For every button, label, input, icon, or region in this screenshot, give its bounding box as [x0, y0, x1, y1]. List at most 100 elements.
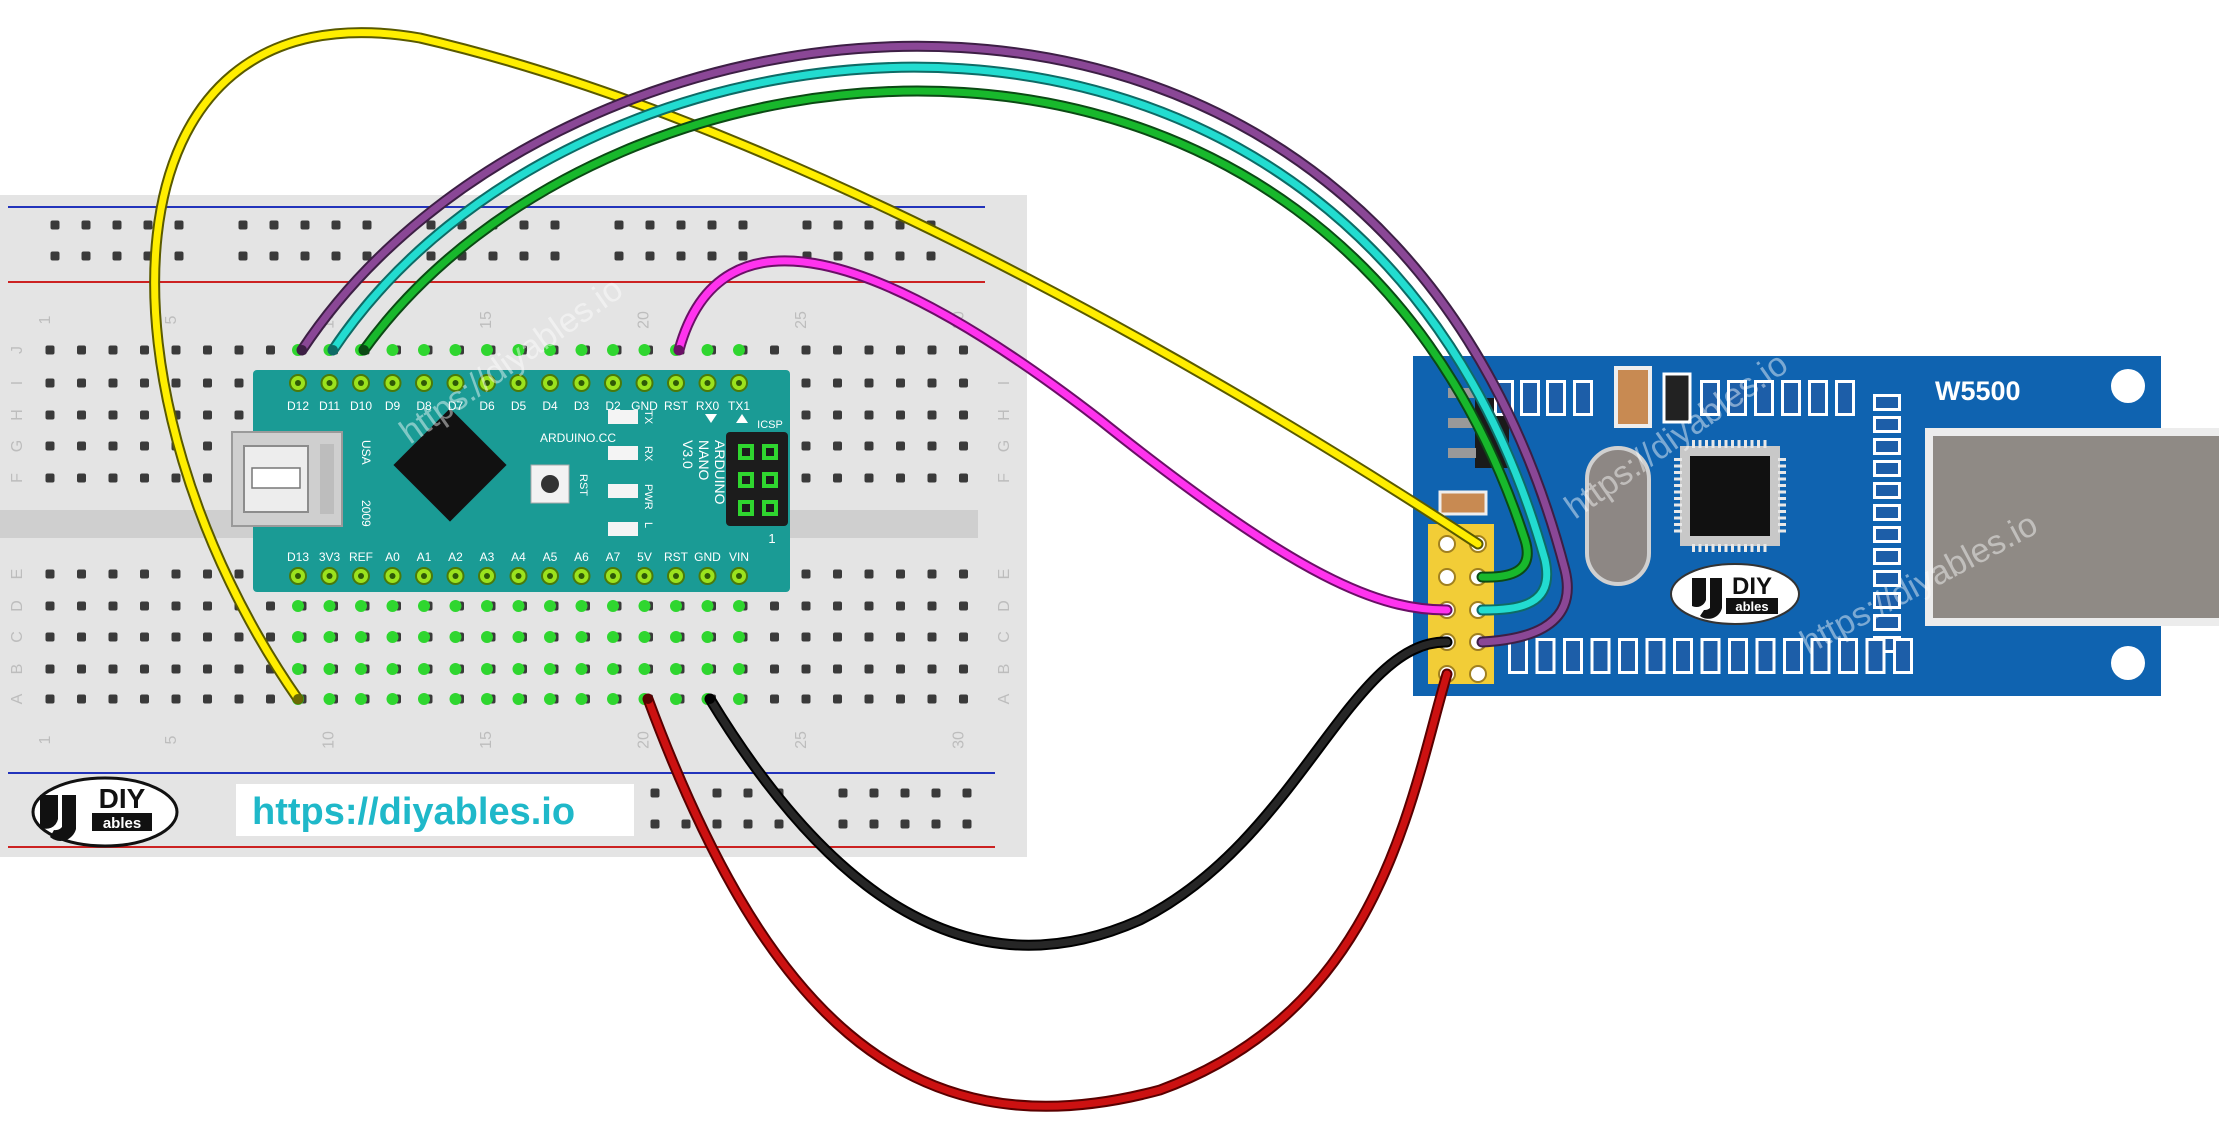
hole	[864, 694, 874, 704]
hole	[140, 601, 149, 611]
hole	[519, 251, 529, 261]
row-letter: C	[9, 631, 26, 643]
nano-top-pin-label: D9	[385, 399, 401, 413]
hole	[108, 632, 118, 642]
hole	[50, 251, 60, 261]
hole	[45, 664, 55, 674]
nano-year-text: 2009	[359, 500, 373, 527]
hole	[927, 473, 937, 483]
hole	[362, 251, 372, 261]
hole	[140, 441, 149, 451]
nano-bottom-pin-label: A7	[606, 550, 621, 564]
hole	[266, 345, 275, 355]
connected-hole	[638, 344, 651, 356]
hole	[203, 378, 212, 388]
hole	[801, 473, 811, 483]
hole	[896, 694, 905, 704]
connected-hole	[575, 663, 588, 675]
connected-hole	[607, 693, 619, 705]
nano-bottom-pin-label: A3	[480, 550, 495, 564]
connected-hole	[449, 663, 462, 675]
hole	[650, 788, 660, 798]
nano-pcb	[253, 370, 790, 592]
hole	[140, 473, 149, 483]
hole	[238, 220, 248, 230]
col-number: 20	[636, 311, 653, 329]
connected-hole	[418, 344, 430, 356]
module-logo-bottom: ables	[1735, 599, 1768, 614]
hole	[614, 251, 624, 261]
row-letter: A	[996, 693, 1013, 704]
hole	[927, 345, 937, 355]
hole	[331, 251, 341, 261]
hole	[112, 251, 122, 261]
nano-top-pin-label: D10	[350, 399, 372, 413]
hole	[738, 220, 748, 230]
connected-hole	[544, 631, 556, 643]
hole	[896, 664, 905, 674]
connected-hole	[733, 663, 745, 675]
hole	[801, 569, 811, 579]
hole	[896, 473, 905, 483]
connected-hole	[449, 631, 462, 643]
nano-bottom-pin-label: A1	[417, 550, 432, 564]
hole	[300, 251, 310, 261]
nano-board-text: V3.0	[680, 440, 696, 469]
hole	[488, 251, 498, 261]
hole	[959, 601, 968, 611]
hole	[77, 345, 86, 355]
hole	[77, 569, 86, 579]
hole	[927, 601, 937, 611]
hole	[45, 345, 55, 355]
nano-led-label: TX	[642, 410, 654, 425]
module-logo: DIY ables	[1670, 563, 1800, 625]
connected-hole	[733, 600, 745, 612]
nano-rst-text: RST	[577, 474, 589, 496]
hole	[45, 632, 55, 642]
nano-led	[608, 410, 638, 424]
row-letter: G	[9, 440, 26, 452]
hole	[962, 788, 972, 798]
diyables-logo: DIY ables	[31, 776, 179, 848]
connected-hole	[292, 600, 304, 612]
hole	[140, 410, 149, 420]
hole	[203, 441, 212, 451]
hole	[833, 410, 842, 420]
hole	[864, 601, 874, 611]
connected-hole	[512, 600, 525, 612]
connected-hole	[449, 600, 462, 612]
nano-bottom-pin-label: REF	[349, 550, 373, 564]
connected-hole	[323, 600, 336, 612]
hole	[959, 441, 968, 451]
logo-bottom-text: ables	[103, 815, 141, 832]
hole	[959, 473, 968, 483]
hole	[45, 694, 55, 704]
hole	[269, 220, 279, 230]
nano-top-pin-label: D12	[287, 399, 309, 413]
icsp-pin1-label: 1	[768, 531, 775, 546]
hole	[645, 220, 655, 230]
connected-hole	[575, 631, 588, 643]
hole	[234, 378, 244, 388]
connected-hole	[292, 663, 304, 675]
nano-top-pin-label: D3	[574, 399, 590, 413]
url-box	[236, 784, 634, 836]
connected-hole	[418, 663, 430, 675]
connected-hole	[670, 631, 682, 643]
hole	[896, 345, 905, 355]
nano-bottom-pin-label: GND	[694, 550, 721, 564]
row-letter: H	[996, 409, 1013, 421]
connected-hole	[512, 631, 525, 643]
hole	[269, 251, 279, 261]
logo-top-text: DIY	[99, 783, 146, 814]
hole	[234, 664, 244, 674]
hole	[864, 441, 874, 451]
nano-board-text: ARDUINO	[712, 440, 728, 505]
row-letter: E	[9, 569, 26, 580]
hole	[864, 345, 874, 355]
col-number: 1	[37, 735, 54, 744]
header-pin	[1469, 665, 1487, 683]
nano-led-label: PWR	[642, 484, 654, 510]
row-letter: I	[996, 381, 1013, 385]
